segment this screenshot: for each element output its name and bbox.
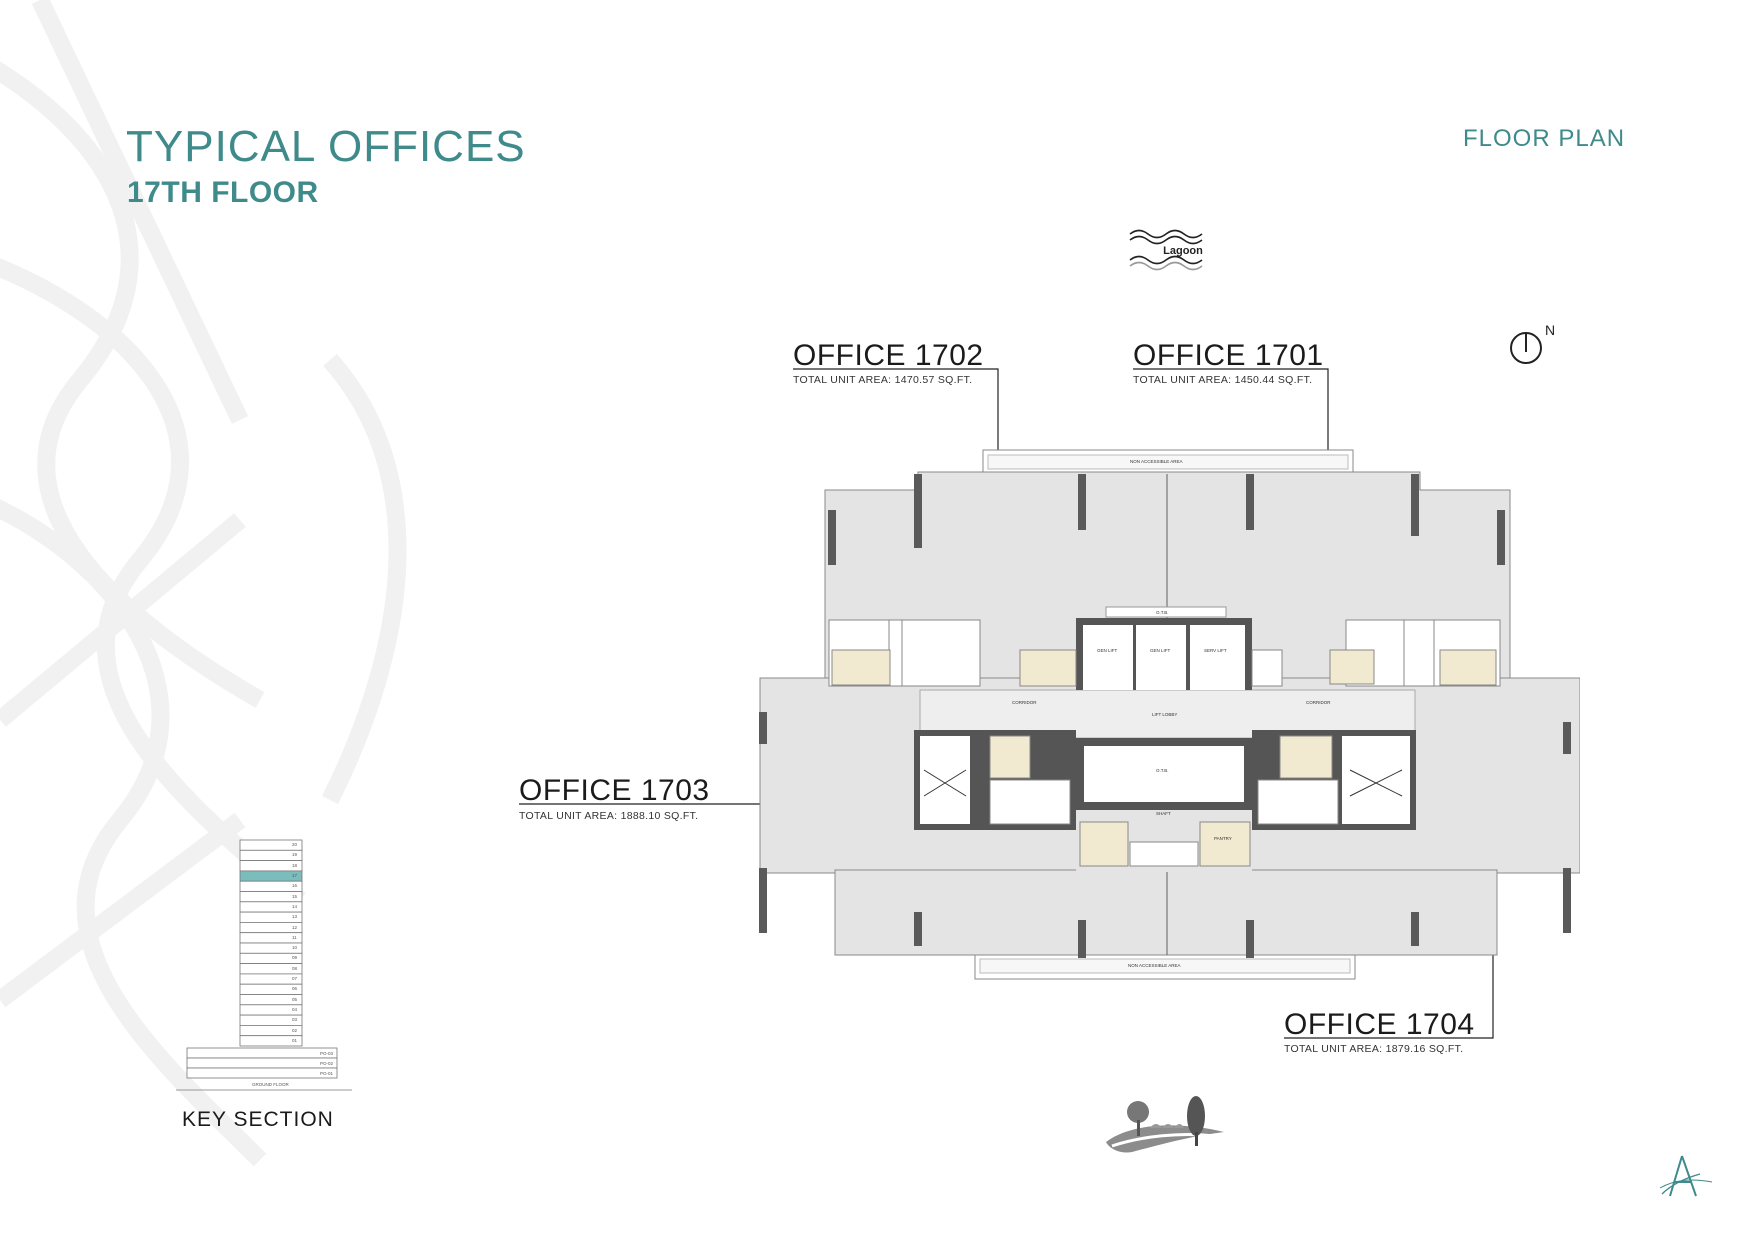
key-section-ground: GROUND FLOOR [252,1082,289,1087]
key-section-floor-label: 11 [292,934,297,940]
otb-center-label: O.T.B. [1156,768,1169,773]
lagoon-label: Lagoon [1163,245,1203,257]
key-section-floor-label: 08 [292,965,298,971]
key-section-floor-label: 10 [292,945,298,951]
office-1701-area: TOTAL UNIT AREA: 1450.44 SQ.FT. [1133,374,1313,386]
key-section-po01: PO-01 [320,1071,334,1076]
key-section-floor-label: 14 [292,903,298,909]
office-1704-area: TOTAL UNIT AREA: 1879.16 SQ.FT. [1284,1043,1464,1055]
brand-logo-icon [1659,1155,1713,1197]
key-section-floor-label: 16 [292,883,298,889]
corridor-right-label: CORRIDOR [1306,700,1331,705]
pantry-label: PANTRY [1214,836,1232,841]
key-section-floor-label: 05 [292,996,298,1002]
key-section-floor-label: 12 [292,924,298,930]
park-icon [1106,1096,1224,1153]
office-1701-name: OFFICE 1701 [1133,339,1324,372]
office-1704-name: OFFICE 1704 [1284,1008,1475,1041]
office-1702-name: OFFICE 1702 [793,339,984,372]
non-accessible-top-label: NON ACCESSIBLE AREA [1130,459,1183,464]
key-section-floor-label: 01 [292,1037,298,1043]
gen-lift-1-label: GEN LIFT [1097,648,1118,653]
corridor-left-label: CORRIDOR [1012,700,1037,705]
key-section-floor-label: 17 [292,873,298,879]
key-section-floor-label: 04 [292,1006,298,1012]
lift-lobby-label: LIFT LOBBY [1152,712,1178,717]
office-1703-name: OFFICE 1703 [519,774,710,807]
page-subtitle: 17TH FLOOR [127,176,319,209]
key-section-floor-label: 18 [292,862,298,868]
gen-lift-2-label: GEN LIFT [1150,648,1171,653]
key-section-po03: PO-03 [320,1051,334,1056]
key-section-floor-label: 20 [292,842,298,848]
otb-top-label: O.T.B. [1156,610,1169,615]
key-section-floor-label: 06 [292,986,298,992]
lagoon-icon [1129,229,1203,271]
key-section-floor-label: 13 [292,914,298,920]
office-1703-area: TOTAL UNIT AREA: 1888.10 SQ.FT. [519,810,699,822]
key-section-floor-label: 03 [292,1017,298,1023]
key-section-floor-label: 15 [292,893,298,899]
office-1702-area: TOTAL UNIT AREA: 1470.57 SQ.FT. [793,374,973,386]
north-label: N [1545,322,1556,338]
shaft-label: SHAFT [1156,811,1171,816]
key-section-floor-label: 09 [292,955,298,961]
north-compass-icon [1510,332,1542,364]
key-section-floor-label: 02 [292,1027,298,1033]
key-section-floor-label: 19 [292,852,298,858]
key-section-label: KEY SECTION [182,1108,334,1131]
section-label: FLOOR PLAN [1463,125,1626,152]
key-section-floor [239,1035,303,1047]
key-section-floor-label: 07 [292,976,298,982]
serv-lift-label: SERV LIFT [1204,648,1227,653]
background-decoration [0,0,407,1167]
key-section-po02: PO-02 [320,1061,334,1066]
non-accessible-bottom-label: NON ACCESSIBLE AREA [1128,963,1181,968]
key-section-diagram [176,839,352,1091]
floor-plan [759,449,1580,980]
page-title: TYPICAL OFFICES [126,122,526,171]
